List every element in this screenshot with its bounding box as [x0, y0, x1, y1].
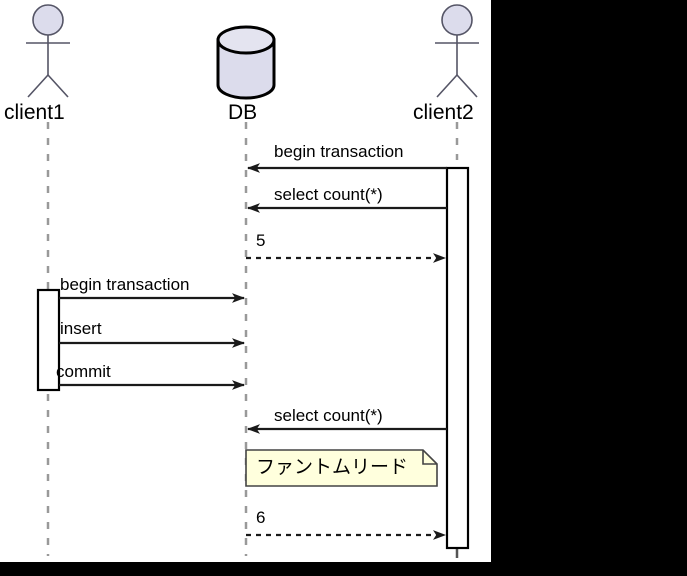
message-label-6: commit	[56, 362, 111, 381]
participant-client2-figure	[435, 4, 479, 98]
message-label-3: 5	[256, 231, 266, 250]
participant-label-db: DB	[228, 101, 258, 124]
message-label-2: select count(*)	[274, 185, 383, 204]
participant-label-client2: client2	[413, 101, 474, 124]
message-label-1: begin transaction	[274, 142, 404, 161]
activation-client1	[36, 288, 61, 392]
message-label-7: select count(*)	[274, 406, 383, 425]
diagram-canvas: client2 : 5 --> client2 : 6 --> client1 …	[0, 0, 491, 562]
message-label-8: 6	[256, 508, 266, 527]
message-label-4: begin transaction	[60, 275, 190, 294]
message-label-5: insert	[60, 319, 102, 338]
participant-label-client1: client1	[4, 101, 65, 124]
participant-db-figure	[216, 25, 276, 100]
diagram-vector-layer: client2 : 5 --> client2 : 6 -->	[26, 4, 479, 558]
activation-client2	[445, 166, 470, 550]
note-phantom-read	[245, 449, 438, 487]
note-text: ファントムリード	[256, 456, 409, 478]
participant-client1-figure	[26, 4, 70, 98]
